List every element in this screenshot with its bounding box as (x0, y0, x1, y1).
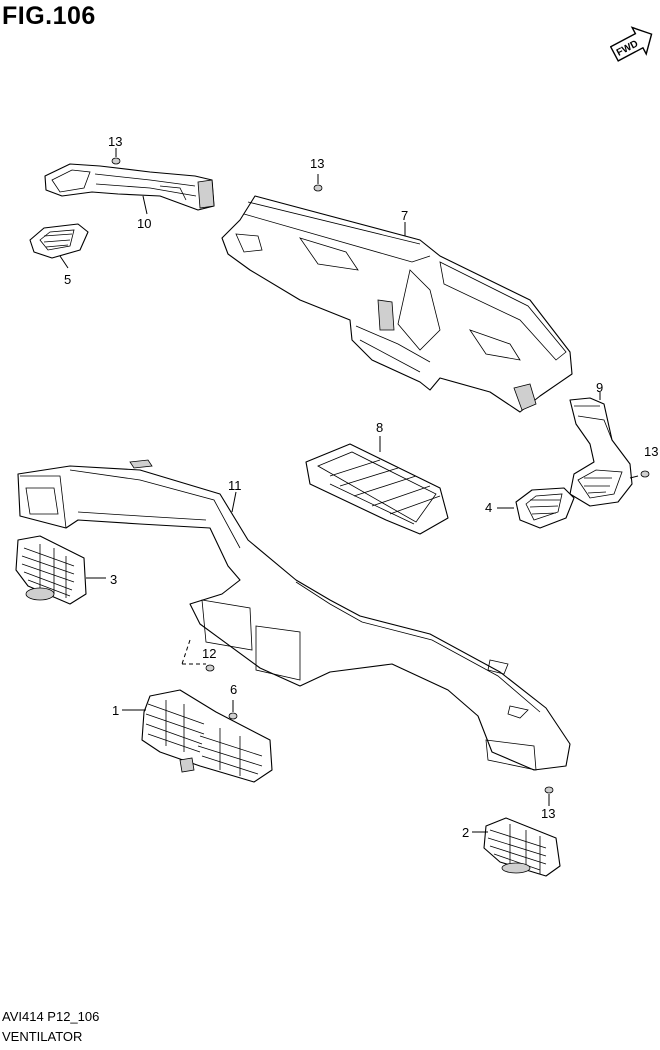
part-10-side-duct (44, 163, 215, 211)
callout-13-top-left: 13 (108, 134, 122, 149)
part-2-right-outlet (483, 817, 561, 877)
callout-4: 4 (485, 500, 492, 515)
callout-12: 12 (202, 646, 216, 661)
callout-13-right: 13 (644, 444, 658, 459)
callout-11: 11 (228, 478, 242, 493)
callout-1: 1 (112, 703, 119, 718)
callout-9: 9 (596, 380, 603, 395)
callout-5: 5 (64, 272, 71, 287)
figure-code: AVI414 P12_106 (2, 1009, 100, 1024)
part-1-center-outlet (141, 689, 273, 783)
callout-2: 2 (462, 825, 469, 840)
part-8-center-panel (305, 443, 449, 535)
figure-caption: VENTILATOR (2, 1029, 83, 1044)
figure-title: FIG.106 (2, 2, 96, 30)
screw-icon (544, 786, 554, 806)
screw-icon (111, 148, 121, 165)
callout-7: 7 (401, 208, 408, 223)
part-5-side-outlet (29, 223, 89, 259)
screw-icon (228, 700, 238, 720)
fwd-arrow-icon: FWD (610, 26, 653, 62)
callout-8: 8 (376, 420, 383, 435)
part-11-lower-duct (17, 459, 571, 771)
screw-icon (205, 664, 215, 672)
callout-13-lower-right: 13 (541, 806, 555, 821)
callout-6: 6 (230, 682, 237, 697)
part-3-left-outlet (15, 535, 87, 605)
screw-icon (313, 174, 323, 192)
callout-10: 10 (137, 216, 151, 231)
part-7-main-duct (221, 195, 573, 413)
screw-icon (629, 470, 650, 479)
callout-13-top-center: 13 (310, 156, 324, 171)
callout-3: 3 (110, 572, 117, 587)
part-4-side-outlet (515, 487, 575, 529)
part-9-right-side-duct (569, 397, 633, 507)
